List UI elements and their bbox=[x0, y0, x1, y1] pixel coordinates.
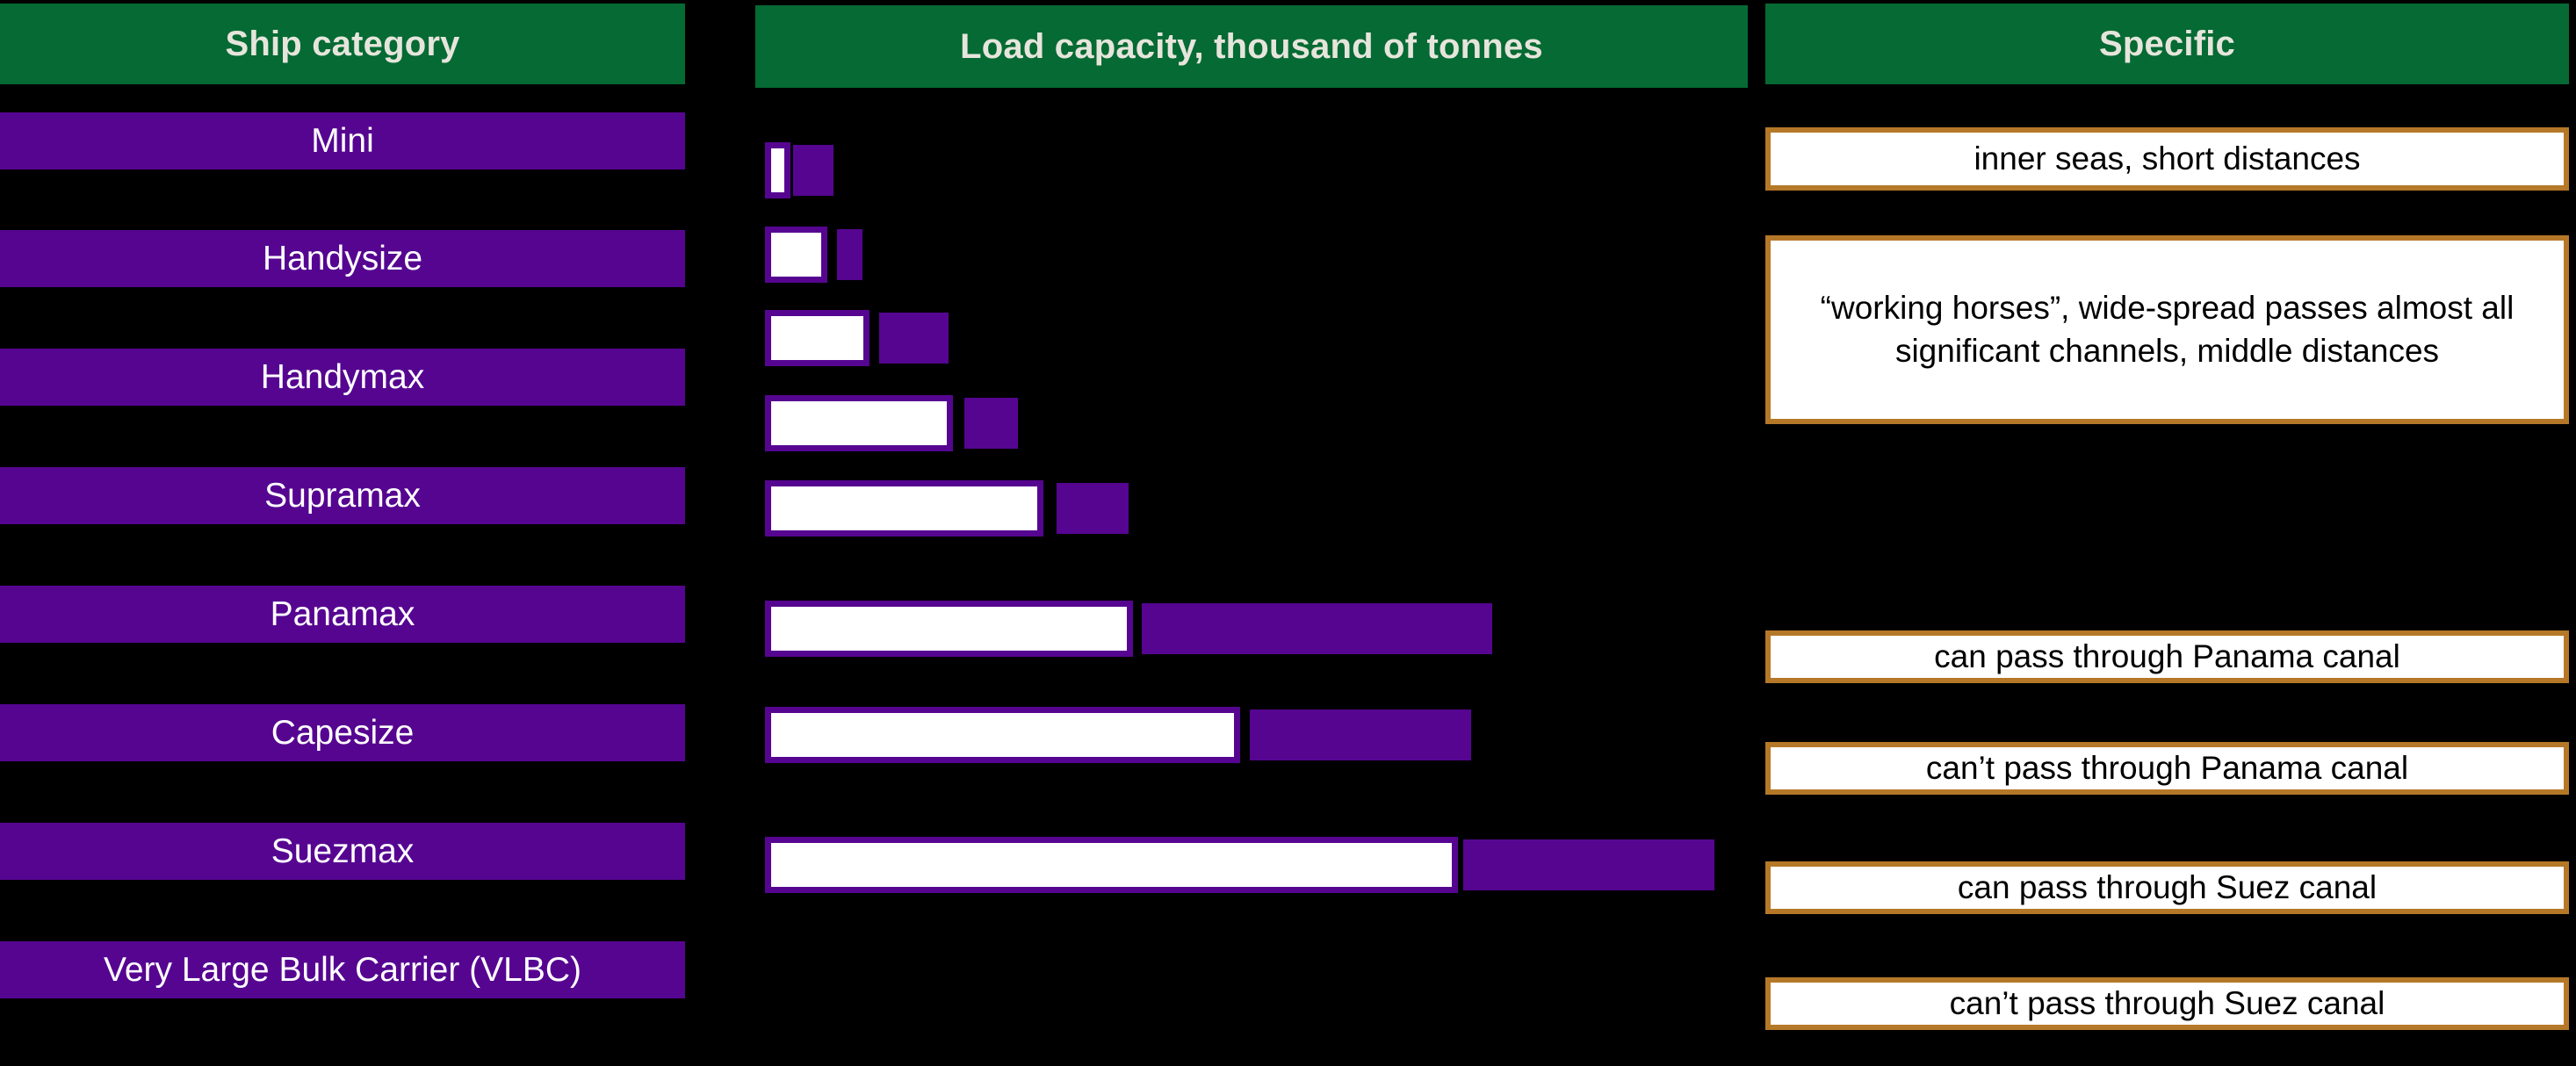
bar-min-supramax bbox=[765, 395, 953, 451]
bar-max-panamax bbox=[1054, 480, 1131, 537]
bar-max-capesize bbox=[1139, 601, 1495, 657]
category-box-panamax[interactable]: Panamax bbox=[0, 586, 685, 643]
category-box-handymax[interactable]: Handymax bbox=[0, 349, 685, 406]
specific-box-inner-seas: inner seas, short distances bbox=[1765, 127, 2569, 191]
bar-min-vlbc bbox=[765, 837, 1458, 893]
bar-max-vlbc bbox=[1461, 837, 1717, 893]
category-box-suezmax[interactable]: Suezmax bbox=[0, 823, 685, 880]
bar-max-mini bbox=[790, 142, 836, 198]
bar-min-capesize bbox=[765, 601, 1133, 657]
specific-box-can-pass-suez: can pass through Suez canal bbox=[1765, 861, 2569, 914]
bar-min-handymax bbox=[765, 310, 869, 366]
specific-box-cant-pass-suez: can’t pass through Suez canal bbox=[1765, 977, 2569, 1030]
bar-min-suezmax bbox=[765, 707, 1240, 763]
bar-max-handysize bbox=[834, 227, 865, 283]
category-box-capesize[interactable]: Capesize bbox=[0, 704, 685, 761]
header-load-capacity: Load capacity, thousand of tonnes bbox=[755, 5, 1748, 88]
category-box-handysize[interactable]: Handysize bbox=[0, 230, 685, 287]
bar-max-handymax bbox=[877, 310, 951, 366]
load-capacity-chart bbox=[755, 97, 1757, 1062]
header-ship-category: Ship category bbox=[0, 4, 685, 84]
bar-min-panamax bbox=[765, 480, 1043, 537]
bar-min-handysize bbox=[765, 227, 827, 283]
bar-max-supramax bbox=[962, 395, 1021, 451]
specific-box-working-horses: “working horses”, wide-spread passes alm… bbox=[1765, 235, 2569, 424]
bar-min-mini bbox=[765, 142, 790, 198]
specific-box-can-pass-panama: can pass through Panama canal bbox=[1765, 630, 2569, 683]
header-specific: Specific bbox=[1765, 4, 2569, 84]
category-box-vlbc[interactable]: Very Large Bulk Carrier (VLBC) bbox=[0, 941, 685, 998]
bar-max-suezmax bbox=[1247, 707, 1474, 763]
category-box-mini[interactable]: Mini bbox=[0, 112, 685, 169]
category-box-supramax[interactable]: Supramax bbox=[0, 467, 685, 524]
specific-box-cant-pass-panama: can’t pass through Panama canal bbox=[1765, 742, 2569, 795]
